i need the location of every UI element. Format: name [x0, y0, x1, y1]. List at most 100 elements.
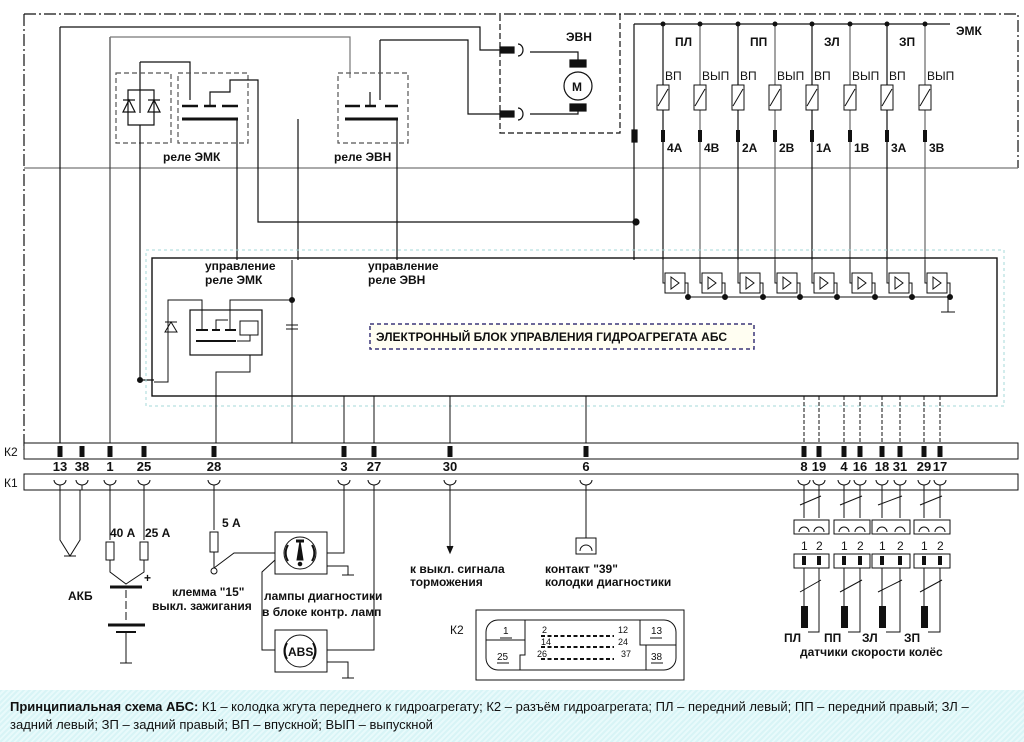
valve-pin: 1В	[854, 141, 870, 155]
lamps-line1: лампы диагностики	[264, 589, 382, 603]
k2-label: К2	[4, 445, 18, 459]
sensor-label: ЗП	[904, 631, 920, 645]
brake-line2: торможения	[410, 575, 483, 589]
sensor-label: ПП	[824, 631, 841, 645]
k2-strip	[23, 442, 1019, 460]
sensor-pin-2: 2	[937, 539, 944, 553]
k2-plug-r2a: 14	[541, 637, 551, 647]
fuse-40-label: 40 А	[110, 526, 136, 540]
relay-emk-box	[177, 72, 249, 144]
k2-plug-r1b: 12	[618, 625, 628, 635]
motor-icon	[563, 71, 593, 101]
valve-pin: 3А	[891, 141, 907, 155]
k2-plug-r2b: 24	[618, 637, 628, 647]
k2-pin	[921, 446, 927, 457]
sensor-pin-1: 1	[801, 539, 808, 553]
ctrl-evn-line1: управление	[368, 259, 439, 273]
wheel-group-label: ПП	[750, 35, 767, 49]
pin-number: 18	[875, 459, 889, 474]
motor-glyph: M	[572, 80, 582, 94]
valve-type: ВП	[889, 69, 906, 83]
wheel-sensor-icon	[801, 606, 808, 628]
sensor-pin-2: 2	[897, 539, 904, 553]
relay-emk-diode-box	[115, 72, 172, 144]
pin-number: 25	[137, 459, 151, 474]
emk-label: ЭМК	[956, 24, 983, 38]
pin-number: 13	[53, 459, 67, 474]
sensor-label: ПЛ	[784, 631, 801, 645]
pin-number: 4	[840, 459, 848, 474]
pin-number: 6	[582, 459, 589, 474]
pin-number: 27	[367, 459, 381, 474]
k2-pin	[107, 446, 113, 457]
valve-type: ВЫП	[852, 69, 879, 83]
k2-pin	[447, 446, 453, 457]
k2-pin	[371, 446, 377, 457]
valve-type: ВП	[814, 69, 831, 83]
k2-plug-label: К2	[450, 623, 464, 637]
k2-plug-p38: 38	[651, 652, 663, 663]
k2-pin	[937, 446, 943, 457]
sensor-plug	[793, 519, 830, 535]
k2-pin	[857, 446, 863, 457]
relay-emk-label: реле ЭМК	[163, 150, 221, 164]
wheel-group-label: ЗЛ	[824, 35, 840, 49]
ecu-dotted-outline	[145, 249, 1005, 407]
sensor-plug	[913, 519, 951, 535]
valve-type: ВЫП	[777, 69, 804, 83]
wheel-sensor-icon	[879, 606, 886, 628]
valve-type: ВП	[665, 69, 682, 83]
wheel-group-label: ПЛ	[675, 35, 692, 49]
sensor-pin-2: 2	[857, 539, 864, 553]
k2-plug-frame	[475, 609, 685, 681]
fuse-25-label: 25 А	[145, 526, 171, 540]
driver-icon	[813, 272, 835, 294]
wheel-sensor-icon	[841, 606, 848, 628]
battery-plus: +	[144, 571, 151, 585]
caption-text: К1 – колодка жгута переднего к гидроагре…	[10, 699, 969, 732]
pin-number: 17	[933, 459, 947, 474]
caption-title: Принципиальная схема АБС:	[10, 699, 199, 714]
sensor-pin-2: 2	[816, 539, 823, 553]
fuse-5-label: 5 А	[222, 516, 241, 530]
sensors-caption: датчики скорости колёс	[800, 645, 943, 659]
lamp-abs-box	[274, 629, 328, 673]
wheel-sensor-icon	[921, 606, 928, 628]
valve-pin: 4В	[704, 141, 720, 155]
driver-icon	[664, 272, 686, 294]
wheel-group-label: ЗП	[899, 35, 915, 49]
ecu-title-box	[369, 323, 755, 350]
pin-number: 38	[75, 459, 89, 474]
evn-label: ЭВН	[566, 30, 592, 44]
pin-number: 29	[917, 459, 931, 474]
k2-pin	[801, 446, 807, 457]
pin-number: 1	[106, 459, 113, 474]
pin-number: 3	[340, 459, 347, 474]
valve-type: ВЫП	[927, 69, 954, 83]
driver-icon	[888, 272, 910, 294]
driver-icon	[851, 272, 873, 294]
ctrl-emk-line1: управление	[205, 259, 276, 273]
ignition-line2: выкл. зажигания	[152, 599, 252, 613]
valve-pin: 2А	[742, 141, 758, 155]
k2-pin	[79, 446, 85, 457]
valve-pin: 4А	[667, 141, 683, 155]
k2-pin	[897, 446, 903, 457]
driver-icon	[926, 272, 948, 294]
valve-pin: 3В	[929, 141, 945, 155]
figure-caption: Принципиальная схема АБС: К1 – колодка ж…	[0, 690, 1024, 742]
valve-type: ВЫП	[702, 69, 729, 83]
k2-pin	[141, 446, 147, 457]
ctrl-evn-line2: реле ЭВН	[368, 273, 425, 287]
ecu-block	[151, 257, 998, 397]
valve-type: ВП	[740, 69, 757, 83]
pin-number: 8	[800, 459, 807, 474]
driver-icon	[776, 272, 798, 294]
emk-frame	[499, 14, 621, 134]
k2-plug-r3b: 37	[621, 649, 631, 659]
k2-plug-r1a: 2	[542, 625, 547, 635]
sensor-pin-1: 1	[921, 539, 928, 553]
ignition-line1: клемма "15"	[172, 585, 244, 599]
